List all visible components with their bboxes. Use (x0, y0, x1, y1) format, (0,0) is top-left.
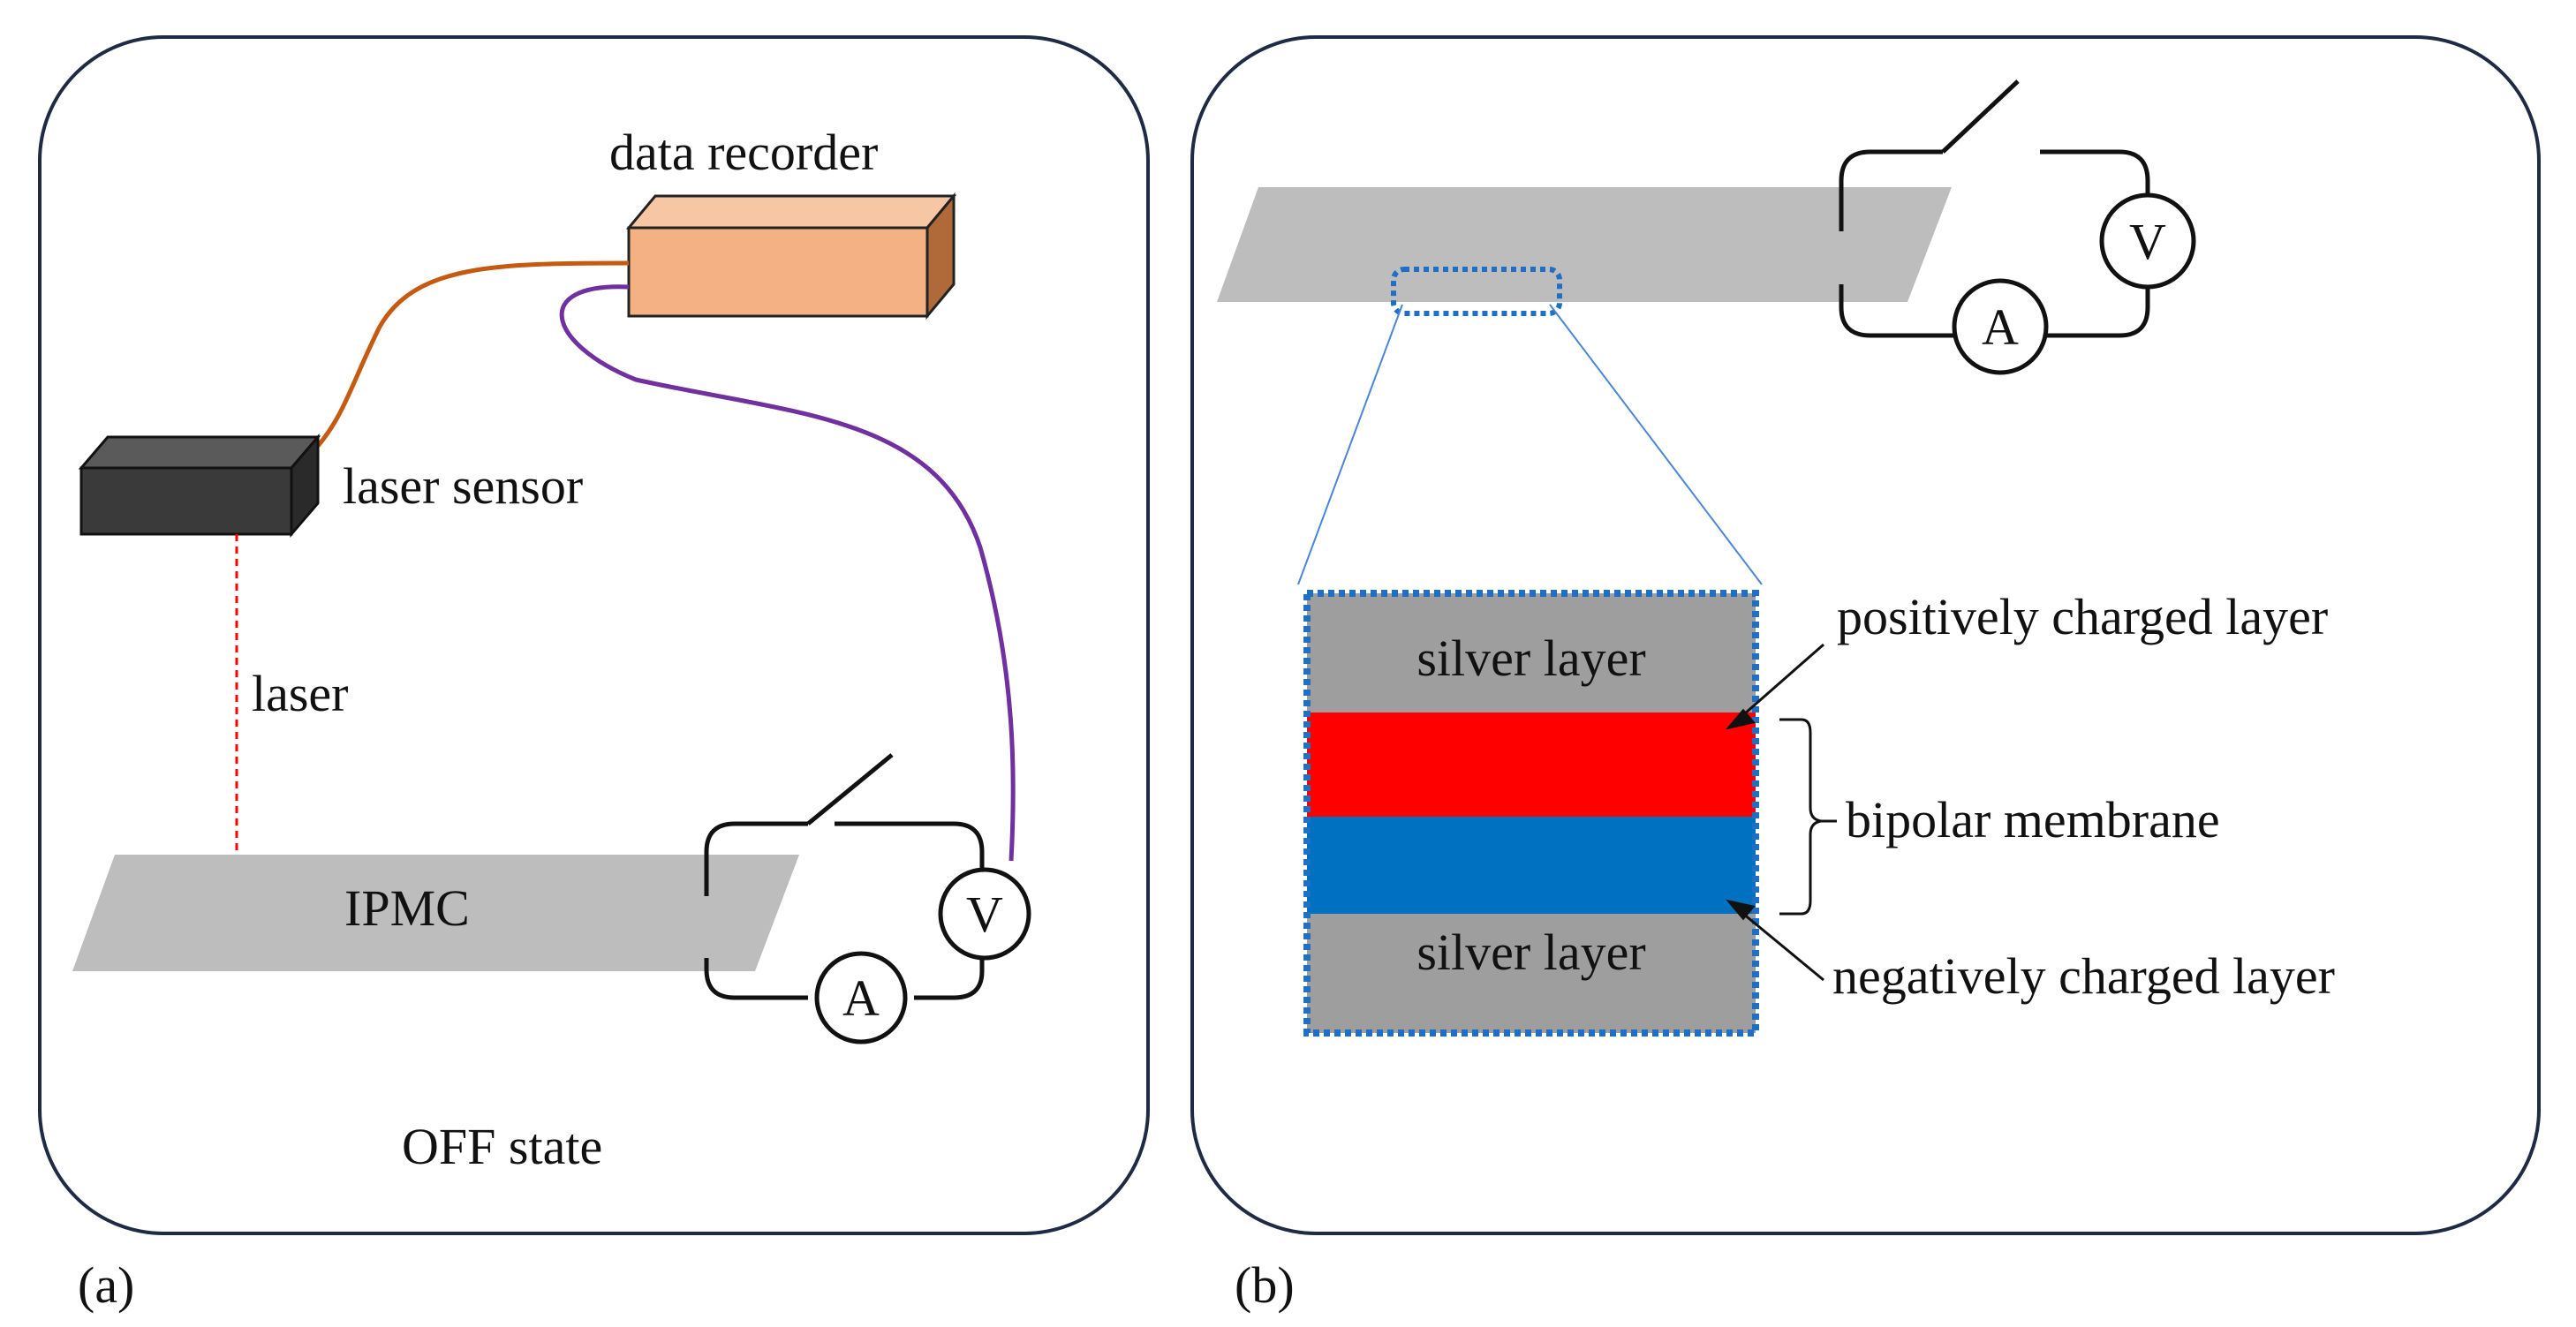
zoom-frame (1303, 590, 1759, 1037)
annotation-arrows (1725, 643, 1824, 982)
ammeter-a (814, 951, 908, 1044)
ammeter-b-label: A (1982, 298, 2019, 356)
laser-sensor-box (78, 433, 321, 539)
panel-a-frame (38, 35, 1150, 1235)
orange-cable (316, 260, 630, 448)
ammeter-a-label: A (842, 969, 880, 1027)
bipolar-membrane-label: bipolar membrane (1846, 791, 2220, 848)
panel-a: data recorder laser sensor laser IPMC V … (38, 35, 1150, 1235)
data-recorder-box (625, 192, 957, 320)
positive-layer-label: positively charged layer (1837, 588, 2328, 645)
silver-bottom-label: silver layer (1416, 924, 1645, 981)
panel-b: V A silver layer silver layer positively… (1190, 35, 2541, 1235)
layer-stack (1303, 590, 1759, 1037)
laser-sensor-label: laser sensor (343, 457, 583, 515)
zoom-marker (1391, 267, 1562, 316)
state-label: OFF state (402, 1118, 602, 1175)
panel-b-tag: (b) (1235, 1256, 1295, 1314)
ammeter-b (1952, 278, 2049, 375)
panel-a-tag: (a) (78, 1256, 134, 1314)
negative-layer (1307, 817, 1756, 914)
negative-layer-label: negatively charged layer (1832, 947, 2335, 1005)
silver-top-label: silver layer (1416, 630, 1645, 687)
silver-layer-top (1307, 593, 1756, 713)
positive-layer (1307, 713, 1756, 817)
purple-cable (559, 284, 1016, 862)
zoom-line-right (1549, 304, 1763, 585)
data-recorder-label: data recorder (609, 124, 878, 181)
ipmc-label: IPMC (344, 879, 470, 937)
laser-label: laser (252, 665, 349, 722)
circuit-a (704, 753, 985, 1000)
voltmeter-b-label: V (2129, 213, 2166, 270)
voltmeter-b (2099, 192, 2196, 290)
voltmeter-a-label: V (966, 886, 1003, 943)
ipmc-strip (72, 855, 799, 971)
silver-layer-bottom (1307, 914, 1756, 1033)
zoom-line-left (1297, 304, 1403, 585)
voltmeter-a (938, 867, 1031, 961)
circuit-b (1839, 79, 2150, 338)
ipmc-strip-b (1217, 187, 1952, 302)
